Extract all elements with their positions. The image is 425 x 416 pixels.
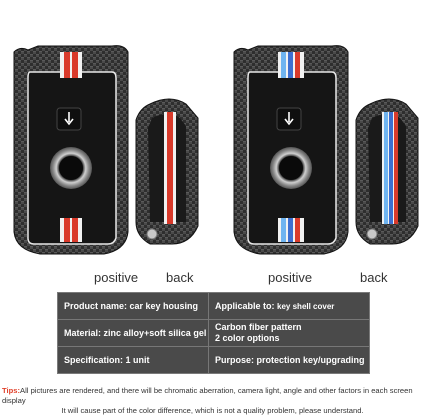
spec-cell-specification: Specification: 1 unit [64, 347, 209, 373]
spec-key: Specification: [64, 355, 124, 365]
key-cover-front-tricolor [233, 45, 349, 255]
spec-value: 1 unit [125, 355, 150, 365]
spec-row: Specification: 1 unit Purpose: protectio… [58, 347, 369, 373]
tips-line-2: It will cause part of the color differen… [61, 406, 364, 415]
key-cover-back-red [135, 98, 199, 245]
key-cover-front-red [13, 45, 129, 255]
spec-row: Material: zinc alloy+soft silica gel Car… [58, 320, 369, 347]
spec-key: Product name: [64, 301, 128, 311]
tips-label: Tips: [2, 386, 21, 395]
spec-value: key shell cover [277, 302, 335, 311]
spec-key: Purpose: [215, 355, 255, 365]
tips-notice: Tips:All pictures are rendered, and ther… [2, 386, 423, 416]
spec-value-line: 2 color options [215, 333, 280, 343]
spec-cell-material: Material: zinc alloy+soft silica gel [64, 320, 209, 346]
spec-cell-product: Product name: car key housing [64, 293, 209, 319]
spec-cell-applicable: Applicable to: key shell cover [209, 293, 371, 319]
spec-value: zinc alloy+soft silica gel [103, 328, 207, 338]
product-photo [13, 45, 419, 255]
caption-back-left: back [166, 270, 194, 285]
spec-value: protection key/upgrading [256, 355, 365, 365]
caption-back-right: back [360, 270, 388, 285]
spec-row: Product name: car key housing Applicable… [58, 293, 369, 320]
spec-value: car key housing [129, 301, 199, 311]
spec-key: Material: [64, 328, 102, 338]
spec-cell-purpose: Purpose: protection key/upgrading [209, 347, 371, 373]
key-cover-back-tricolor [355, 98, 419, 245]
spec-key: Applicable to: [215, 301, 275, 311]
spec-value-line: Carbon fiber pattern [215, 322, 302, 332]
caption-positive-left: positive [94, 270, 139, 285]
caption-positive-right: positive [268, 270, 313, 285]
tips-line-1: All pictures are rendered, and there wil… [2, 386, 413, 405]
spec-cell-pattern: Carbon fiber pattern 2 color options [209, 320, 371, 346]
spec-table: Product name: car key housing Applicable… [57, 292, 370, 374]
